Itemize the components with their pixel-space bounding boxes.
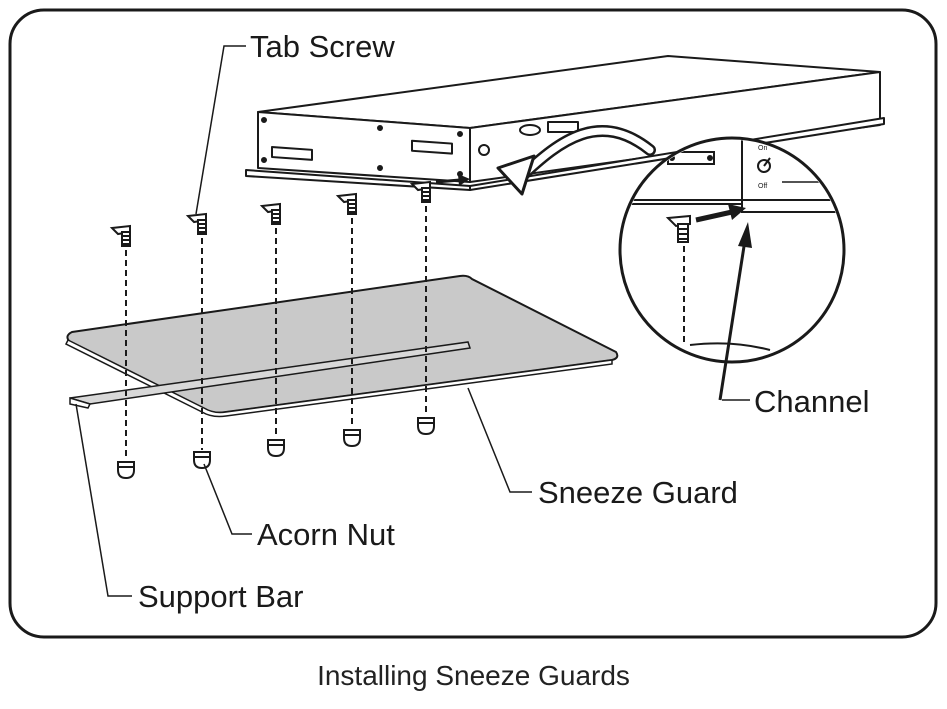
acorn-nut-leader [203, 463, 252, 535]
tab-screws [109, 180, 431, 247]
callout-arrow-head [496, 154, 536, 196]
inset-tab-screw-icon [665, 214, 691, 243]
tab-screw-icon [109, 224, 131, 247]
tab-screw-icon [335, 192, 357, 215]
tab-screw-leader [195, 45, 246, 215]
sneeze-guard-label: Sneeze Guard [538, 475, 738, 510]
leader-lines [75, 45, 750, 597]
tab-screw-label: Tab Screw [250, 29, 395, 64]
acorn-nut-icon [343, 429, 361, 448]
inset-switch-off-label: Off [758, 183, 767, 190]
sneeze-guard-leader [467, 387, 532, 493]
tab-screw-icon [259, 202, 281, 225]
acorn-nut-icon [193, 451, 211, 470]
magnified-inset: On Off [618, 136, 846, 364]
figure-caption: Installing Sneeze Guards [317, 660, 630, 691]
support-bar-label: Support Bar [138, 579, 303, 614]
acorn-nuts [117, 417, 435, 480]
channel-pointer [718, 239, 747, 401]
channel-label: Channel [754, 384, 869, 419]
tab-screw-icon [409, 180, 431, 203]
tab-screw-icon [185, 212, 207, 235]
alignment-lines [125, 206, 427, 458]
support-bar-leader [75, 403, 132, 597]
acorn-nut-label: Acorn Nut [257, 517, 395, 552]
acorn-nut-icon [117, 461, 135, 480]
inset-switch-on-label: On [758, 145, 767, 152]
support-bar [69, 341, 471, 409]
acorn-nut-icon [417, 417, 435, 436]
acorn-nut-icon [267, 439, 285, 458]
